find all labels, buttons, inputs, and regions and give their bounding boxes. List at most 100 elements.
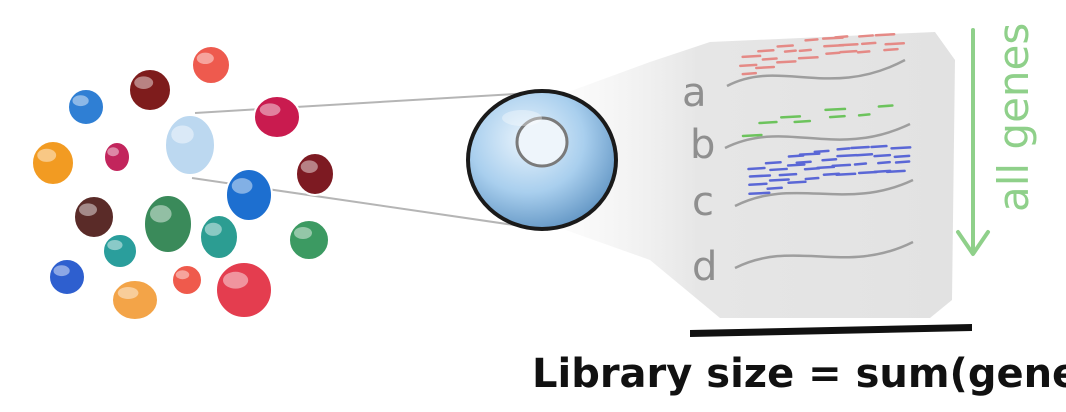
all-genes-arrow	[956, 28, 990, 256]
read-dash	[821, 157, 838, 162]
cell-coral	[191, 45, 231, 85]
gene-label-b: b	[690, 122, 715, 168]
library-size-caption: Library size = sum(genes)	[532, 351, 1066, 397]
read-dash	[813, 149, 830, 154]
cell-salmon-highlight	[175, 270, 190, 280]
read-dash	[858, 34, 874, 38]
read-dash	[757, 49, 775, 53]
cell-coral-highlight	[196, 52, 214, 65]
gene-label-c: c	[692, 179, 714, 225]
cell-burgundy	[295, 152, 335, 196]
read-dash	[874, 32, 896, 37]
cell-blue-bright-highlight	[231, 178, 253, 194]
cell-selected-highlight	[171, 125, 194, 144]
gene-label-a: a	[682, 70, 707, 116]
cell-teal-small-highlight	[204, 222, 222, 236]
read-dash	[850, 145, 870, 150]
cell-navy	[48, 258, 86, 296]
read-dash	[797, 56, 819, 60]
cell-teal-small	[199, 214, 239, 260]
zoom-line-top	[194, 91, 549, 114]
read-dash	[769, 167, 788, 172]
all-genes-label: all genes	[989, 23, 1038, 212]
read-dash	[825, 51, 841, 55]
read-dash	[768, 178, 790, 182]
read-dash	[748, 182, 768, 187]
read-dash	[776, 44, 794, 48]
cell-magenta	[103, 141, 131, 173]
gene-b-reads	[741, 104, 894, 138]
read-dash	[761, 57, 778, 61]
cell-peach	[111, 279, 159, 321]
gene-label-d: d	[692, 244, 717, 290]
read-dash	[870, 144, 888, 149]
read-dash	[787, 180, 807, 185]
cell-green-small	[288, 219, 330, 261]
read-dash	[824, 107, 847, 112]
read-dash	[835, 172, 857, 177]
read-dash	[883, 47, 899, 52]
cell-burgundy-highlight	[300, 160, 318, 173]
read-dash	[828, 114, 846, 119]
read-dash	[838, 42, 859, 47]
cell-crimson	[253, 95, 301, 139]
read-dash	[804, 176, 820, 181]
magnified-cell	[466, 89, 618, 231]
cell-peach-highlight	[117, 287, 139, 299]
cell-maroon-highlight	[134, 76, 154, 89]
read-dash	[804, 38, 819, 42]
cell-teal	[102, 233, 138, 269]
cell-selected	[164, 114, 216, 176]
read-dash	[748, 174, 772, 178]
read-dash	[776, 60, 797, 64]
gene-row-d: d	[692, 240, 914, 290]
read-dash	[758, 120, 778, 125]
gene-row-c: c	[692, 144, 914, 225]
cell-green-small-highlight	[294, 227, 312, 239]
gene-row-b: b	[690, 104, 911, 168]
read-dash	[873, 153, 892, 158]
read-dash	[783, 49, 797, 53]
read-dash	[786, 163, 806, 167]
read-dash	[748, 191, 771, 196]
cell-rose-highlight	[223, 271, 249, 289]
read-dash	[747, 166, 766, 171]
cell-brown	[73, 195, 115, 239]
read-dash	[855, 152, 874, 157]
gene-d-transcript	[734, 240, 914, 270]
read-dash	[834, 35, 849, 39]
read-dash	[885, 169, 906, 174]
cell-crimson-highlight	[259, 103, 281, 116]
cell-maroon	[128, 68, 172, 112]
read-dash	[780, 115, 802, 119]
read-dash	[890, 146, 912, 150]
read-dash	[798, 48, 812, 53]
read-dash	[741, 71, 758, 76]
read-dash	[764, 160, 782, 165]
cell-salmon	[171, 264, 203, 296]
cell-rose	[215, 261, 273, 319]
cell-brown-highlight	[79, 203, 97, 216]
cell-population	[31, 45, 335, 321]
cell-magenta-highlight	[107, 147, 119, 157]
cell-blue-highlight	[72, 95, 89, 107]
read-dash	[860, 41, 877, 46]
read-dash	[836, 147, 851, 151]
read-dash	[894, 160, 911, 164]
cell-orange	[31, 140, 75, 186]
cell-blue-bright	[225, 168, 273, 222]
read-dash	[795, 160, 812, 164]
cell-green-highlight	[150, 205, 172, 223]
gene-c-transcript	[734, 178, 914, 208]
read-dash	[857, 113, 871, 117]
gene-c-reads	[747, 144, 912, 196]
read-dash	[754, 65, 776, 70]
gene-row-a: a	[682, 32, 906, 116]
read-dash	[831, 163, 852, 168]
cell-teal-highlight	[107, 239, 123, 251]
cell-blue	[67, 88, 105, 126]
read-dash	[853, 162, 868, 166]
read-dash	[798, 152, 821, 156]
cell-orange-highlight	[37, 148, 57, 162]
